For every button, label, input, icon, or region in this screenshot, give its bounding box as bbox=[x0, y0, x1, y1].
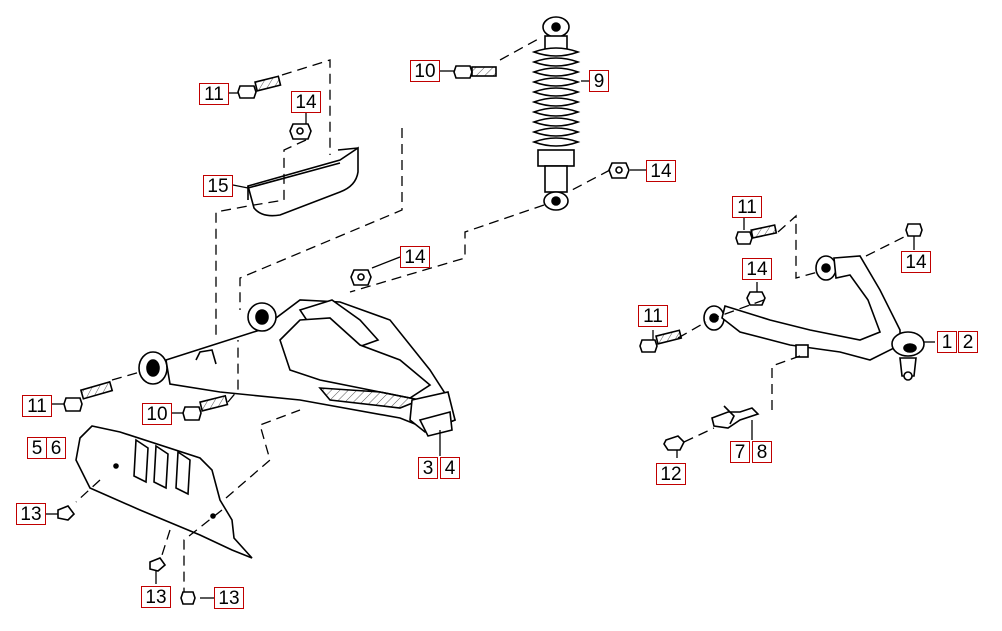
callout-12: 12 bbox=[656, 463, 686, 485]
callout-14: 14 bbox=[742, 258, 772, 280]
skid-plate bbox=[75, 425, 253, 559]
bolt-10-left bbox=[182, 394, 229, 421]
callout-9: 9 bbox=[589, 70, 609, 92]
callout-5: 5 bbox=[27, 437, 47, 459]
callout-10: 10 bbox=[142, 403, 172, 425]
nut-14-c bbox=[350, 269, 372, 286]
dashed-lines bbox=[75, 37, 907, 592]
callout-4: 4 bbox=[440, 457, 460, 479]
callout-13: 13 bbox=[214, 587, 244, 609]
callout-14: 14 bbox=[901, 251, 931, 273]
shock-absorber bbox=[531, 16, 581, 211]
bolt-11-upper-a bbox=[735, 224, 778, 245]
callout-11: 11 bbox=[732, 196, 762, 218]
screw-13-c bbox=[180, 591, 196, 605]
nut-14-a bbox=[289, 123, 312, 140]
callout-14: 14 bbox=[291, 91, 321, 113]
upper-control-arm bbox=[703, 255, 925, 381]
bolt-12 bbox=[663, 435, 685, 451]
callout-11: 11 bbox=[199, 83, 229, 105]
callout-14: 14 bbox=[400, 246, 430, 268]
callout-3: 3 bbox=[418, 457, 438, 479]
callout-13: 13 bbox=[141, 586, 171, 608]
nut-14-e bbox=[905, 223, 923, 237]
bolt-11-left bbox=[63, 380, 114, 412]
callout-14: 14 bbox=[646, 160, 676, 182]
callout-10: 10 bbox=[410, 60, 440, 82]
lower-control-arm bbox=[138, 299, 456, 437]
callout-6: 6 bbox=[46, 437, 66, 459]
brake-line-clip bbox=[711, 405, 760, 429]
callout-11: 11 bbox=[22, 395, 52, 417]
callout-7: 7 bbox=[730, 441, 750, 463]
callout-8: 8 bbox=[752, 441, 772, 463]
screw-13-b bbox=[149, 557, 167, 572]
bolt-11-upper-b bbox=[639, 329, 683, 353]
assembly-lines bbox=[46, 70, 935, 599]
callout-1: 1 bbox=[937, 331, 957, 353]
callout-13: 13 bbox=[16, 503, 46, 525]
callout-15: 15 bbox=[203, 175, 233, 197]
bolt-11-top bbox=[237, 75, 282, 99]
callout-11: 11 bbox=[638, 305, 668, 327]
bolt-10-top bbox=[453, 65, 497, 79]
nut-14-b bbox=[608, 162, 630, 179]
skid-bracket bbox=[247, 146, 359, 217]
callout-2: 2 bbox=[958, 331, 978, 353]
screw-13-a bbox=[57, 505, 76, 521]
